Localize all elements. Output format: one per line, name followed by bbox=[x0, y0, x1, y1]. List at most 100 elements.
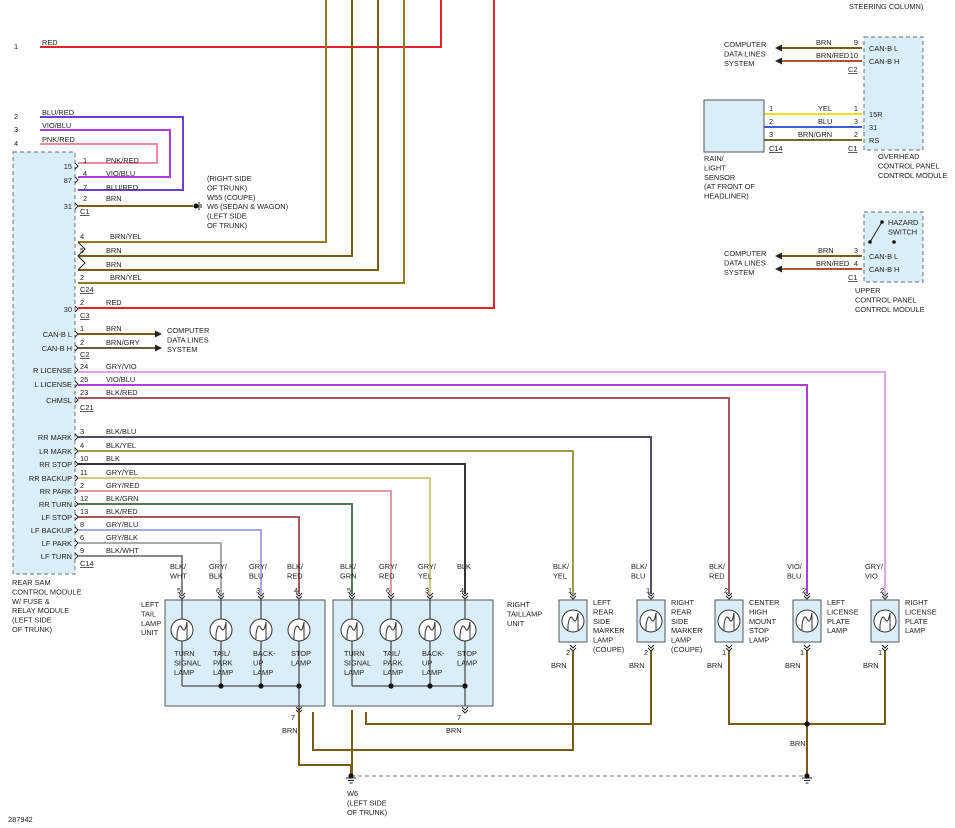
pin-number: 3 bbox=[80, 427, 84, 436]
pin-mark bbox=[217, 592, 225, 600]
computer-data-lines-label: SYSTEM bbox=[724, 268, 754, 277]
pin-number: 2 bbox=[80, 338, 84, 347]
lamp-bulb-icon bbox=[639, 609, 663, 633]
pin-mark bbox=[725, 644, 733, 652]
rain-sensor-label: (AT FRONT OF bbox=[704, 182, 755, 191]
pin-number: 1 bbox=[722, 648, 726, 657]
ground-symbol-icon bbox=[802, 777, 812, 784]
pin-number: 4 bbox=[854, 259, 858, 268]
pin-number: 4 bbox=[80, 232, 84, 241]
connector-id: C2 bbox=[848, 65, 857, 74]
wire-color-label: BLK bbox=[457, 562, 471, 571]
lamp-label: TAIL/ bbox=[213, 649, 231, 658]
lamp-label: PARK bbox=[383, 658, 403, 667]
pin-number: 10 bbox=[850, 51, 858, 60]
pin-number: 1 bbox=[854, 104, 858, 113]
pin-mark bbox=[77, 241, 86, 271]
wire-c14 bbox=[78, 463, 466, 594]
single-lamp-label: LAMP bbox=[593, 636, 613, 645]
pin-number: 3 bbox=[425, 586, 429, 595]
pin-number: 12 bbox=[80, 494, 88, 503]
arrow-left-icon bbox=[775, 57, 782, 65]
upper-pin-label: CAN-B H bbox=[869, 265, 899, 274]
wire-color-label: BRN bbox=[790, 739, 806, 748]
lamp-label: SIGNAL bbox=[344, 658, 371, 667]
pin-number: 3 bbox=[854, 117, 858, 126]
rear-sam-pin-mark bbox=[74, 366, 79, 374]
hazard-switch-label: SWITCH bbox=[888, 227, 917, 236]
wire-red-1 bbox=[40, 0, 442, 48]
single-lamp-label: REAR bbox=[593, 607, 614, 616]
rear-sam-pin-label: LR MARK bbox=[39, 447, 72, 456]
connector-id: C24 bbox=[80, 285, 94, 294]
upper-module-label: UPPER bbox=[855, 286, 880, 295]
pin-number: 7 bbox=[291, 713, 295, 722]
pin-mark bbox=[647, 592, 655, 600]
lamp-bulb-icon bbox=[379, 618, 403, 642]
wire-color-label: BLK/WHT bbox=[106, 546, 139, 555]
pin-number: 4 bbox=[83, 169, 87, 178]
overhead-pin-label: 15R bbox=[869, 110, 883, 119]
pin-number: 4 bbox=[294, 586, 298, 595]
wire-c24 bbox=[78, 0, 379, 271]
rain-sensor-label: SENSOR bbox=[704, 173, 735, 182]
wire-color-label: BLU bbox=[818, 117, 832, 126]
lamp-label: BACK- bbox=[253, 649, 276, 658]
pin-mark bbox=[178, 592, 186, 600]
pin-number: 8 bbox=[80, 520, 84, 529]
pin-number: 7 bbox=[457, 713, 461, 722]
single-lamp-label: RIGHT bbox=[671, 598, 694, 607]
arrow-right-icon bbox=[155, 344, 162, 352]
wire-color-label: GRN bbox=[340, 571, 356, 580]
single-lamp-label: (COUPE) bbox=[593, 645, 624, 654]
pin-number: 2 bbox=[854, 130, 858, 139]
rear-sam-pin-mark bbox=[74, 330, 79, 338]
rear-sam-pin-label: CAN-B L bbox=[43, 330, 72, 339]
wire-color-label: BLK/RED bbox=[106, 388, 138, 397]
rear-sam-label: RELAY MODULE bbox=[12, 606, 69, 615]
rear-sam-pin-label: LF TURN bbox=[41, 552, 72, 561]
wire-c14 bbox=[78, 436, 652, 594]
pin-number: 5 bbox=[177, 586, 181, 595]
pin-number: 4 bbox=[460, 586, 464, 595]
computer-data-lines-label: DATA LINES bbox=[724, 49, 766, 58]
computer-data-lines-label: DATA LINES bbox=[724, 258, 766, 267]
steering-column-label: STEERING COLUMN) bbox=[849, 2, 923, 11]
lamp-label: LAMP bbox=[457, 658, 477, 667]
pin-mark bbox=[461, 592, 469, 600]
wire-color-label: GRY/ bbox=[209, 562, 228, 571]
single-lamp-label: HIGH bbox=[749, 607, 767, 616]
lamp-label: LAMP bbox=[422, 668, 442, 677]
rear-sam-pin-label: LF STOP bbox=[41, 513, 72, 522]
wire-color-label: BRN bbox=[629, 661, 645, 670]
wire-color-label: GRY/BLU bbox=[106, 520, 138, 529]
wire-color-label: GRY/RED bbox=[106, 481, 140, 490]
ground-symbol bbox=[198, 202, 202, 210]
hazard-switch-icon bbox=[869, 221, 883, 243]
ground-symbol-icon bbox=[346, 777, 356, 784]
pin-number: 2 bbox=[880, 586, 884, 595]
lamp-bulb-icon bbox=[340, 618, 364, 642]
input-wire-number: 1 bbox=[14, 42, 18, 51]
pin-mark bbox=[881, 644, 889, 652]
rear-sam-pin-label: CAN-B H bbox=[42, 344, 72, 353]
rear-sam-pin-mark bbox=[74, 162, 79, 170]
wire-color-label: BRN bbox=[863, 661, 879, 670]
rear-sam-label: W/ FUSE & bbox=[12, 597, 50, 606]
rear-sam-label: (LEFT SIDE bbox=[12, 616, 52, 625]
pin-number: 9 bbox=[80, 546, 84, 555]
rear-sam-pin-label: L LICENSE bbox=[34, 380, 72, 389]
lamp-label: LAMP bbox=[344, 668, 364, 677]
pin-number: 2 bbox=[83, 194, 87, 203]
wire-color-label: GRY/ bbox=[249, 562, 268, 571]
lamp-label: UP bbox=[422, 658, 432, 667]
wire-c14 bbox=[78, 542, 222, 594]
pin-mark bbox=[426, 592, 434, 600]
single-lamp-label: LICENSE bbox=[827, 607, 859, 616]
pin-number: 1 bbox=[800, 648, 804, 657]
pin-number: 6 bbox=[216, 586, 220, 595]
rear-sam-pin-label: CHMSL bbox=[46, 396, 72, 405]
wire-c14 bbox=[78, 477, 431, 594]
wire-red-c3 bbox=[78, 0, 495, 309]
wire-gry-vio bbox=[78, 371, 886, 594]
